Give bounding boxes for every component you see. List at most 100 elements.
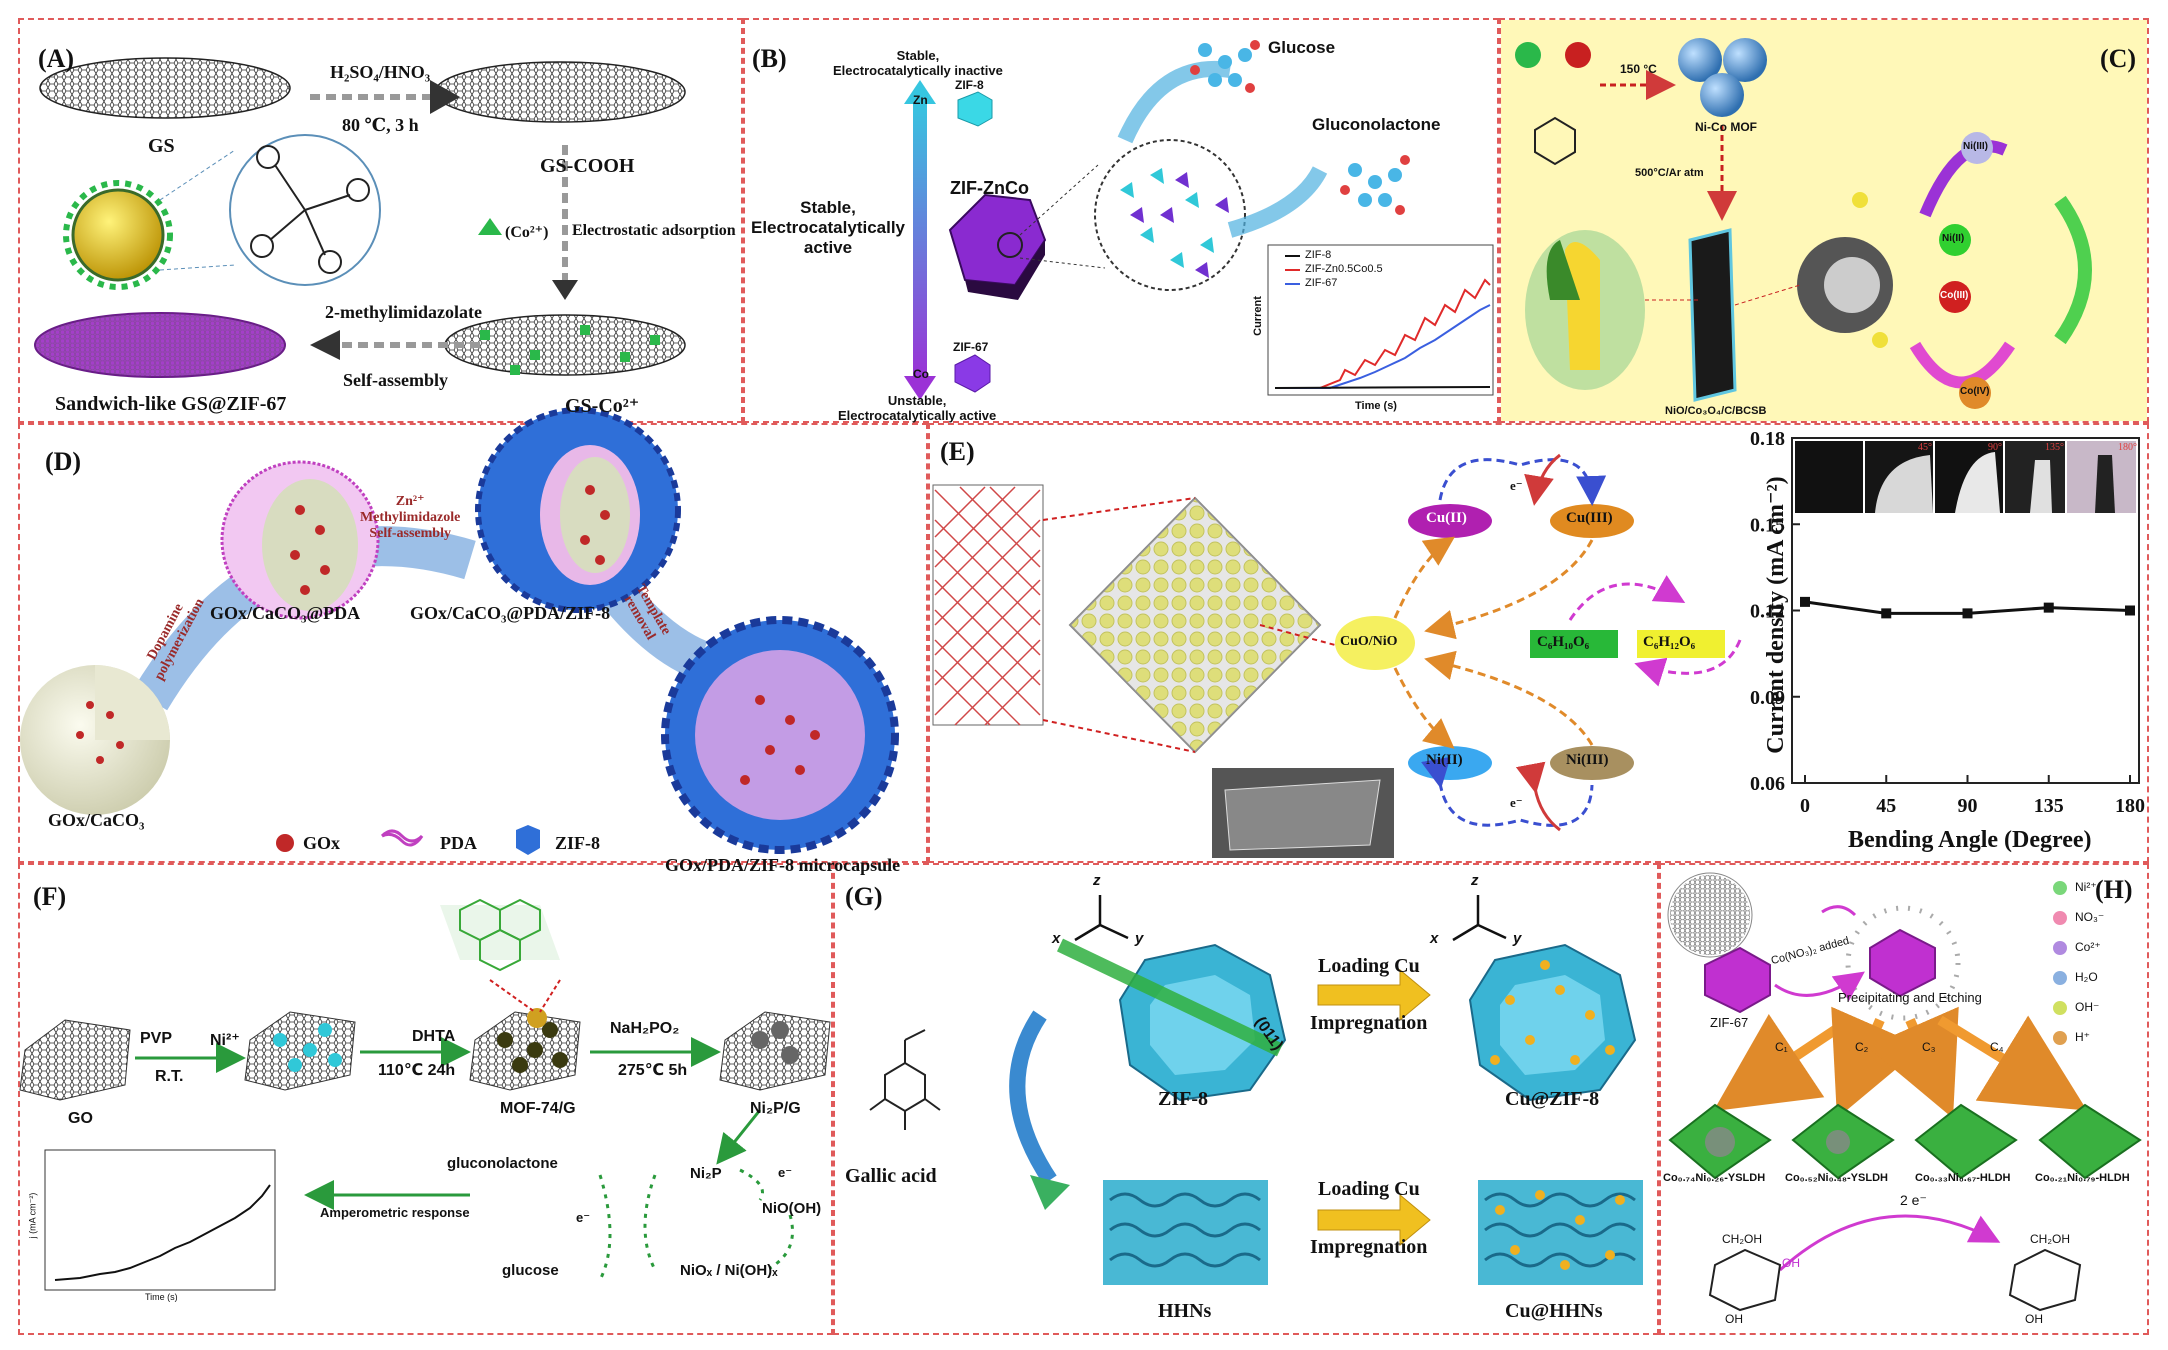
f-mof: MOF-74/G bbox=[500, 1100, 576, 1117]
b-legend-0: ZIF-8 bbox=[1305, 249, 1332, 261]
chart-inset-45: 45° bbox=[1918, 442, 1932, 453]
h-ch2oh-1: CH₂OH bbox=[1722, 1232, 1762, 1246]
f-cond1: 110℃ 24h bbox=[378, 1062, 456, 1079]
b-glucono: Gluconolactone bbox=[1312, 115, 1441, 134]
panel-a-label: (A) bbox=[38, 44, 75, 73]
panel-h bbox=[1659, 863, 2149, 1335]
h-legend-3: H₂O bbox=[2075, 970, 2098, 984]
b-legend-1: ZIF-Zn0.5Co0.5 bbox=[1305, 263, 1383, 275]
d-caco3: GOx/CaCO₃ bbox=[48, 810, 145, 830]
a-sandwich: Sandwich-like GS@ZIF-67 bbox=[55, 393, 287, 415]
d-pda: GOx/CaCO₃@PDA bbox=[210, 603, 361, 623]
h-precip: Precipitating and Etching bbox=[1838, 990, 1982, 1005]
h-c3: C₃ bbox=[1922, 1040, 1936, 1054]
f-e2: e⁻ bbox=[778, 1165, 793, 1180]
c-ni3: Ni(III) bbox=[1963, 141, 1988, 152]
h-oh-3: OH bbox=[2025, 1312, 2043, 1326]
e-e1: e⁻ bbox=[1510, 478, 1523, 493]
h-legend-0: Ni²⁺ bbox=[2075, 880, 2097, 894]
f-nah: NaH₂PO₂ bbox=[610, 1020, 680, 1037]
h-legend-5: H⁺ bbox=[2075, 1030, 2090, 1044]
panel-f-label: (F) bbox=[33, 882, 67, 911]
b-zifzn: ZIF-ZnCo bbox=[950, 178, 1029, 198]
c-co3: Co(III) bbox=[1940, 290, 1969, 301]
panel-f bbox=[18, 863, 833, 1335]
chart-ylabel: Current density (mA cm⁻²) bbox=[1763, 476, 1789, 754]
panel-g-label: (G) bbox=[845, 882, 883, 911]
g-imp2: Impregnation bbox=[1310, 1236, 1428, 1258]
c-co4: Co(IV) bbox=[1960, 386, 1990, 397]
panel-c-label: (C) bbox=[2100, 44, 2137, 73]
g-load2: Loading Cu bbox=[1318, 1178, 1420, 1200]
g-hhns: HHNs bbox=[1158, 1300, 1212, 1322]
d-zif: GOx/CaCO₃@PDA/ZIF-8 bbox=[410, 603, 611, 623]
f-glucose: glucose bbox=[502, 1262, 559, 1279]
b-ylabel: Current bbox=[1251, 296, 1264, 336]
b-legend-2: ZIF-67 bbox=[1305, 277, 1338, 289]
g-cuzif: Cu@ZIF-8 bbox=[1505, 1088, 1600, 1110]
b-stable-active: Stable, Electrocatalytically active bbox=[750, 198, 906, 257]
panel-e-label: (E) bbox=[940, 437, 975, 466]
g-cuhhns: Cu@HHNs bbox=[1505, 1300, 1603, 1322]
h-oh-1: OH bbox=[1782, 1256, 1800, 1270]
f-rt: R.T. bbox=[155, 1068, 184, 1085]
f-amp: Amperometric response bbox=[320, 1205, 470, 1220]
h-c4: C₄ bbox=[1990, 1040, 2004, 1054]
f-niox: NiOₓ / Ni(OH)ₓ bbox=[680, 1262, 778, 1279]
panel-d-label: (D) bbox=[45, 447, 82, 476]
g-gallic: Gallic acid bbox=[845, 1165, 937, 1187]
panel-e bbox=[928, 423, 2149, 863]
e-c6b: C₆H₁₂O₆ bbox=[1643, 634, 1696, 650]
d-legend-zif8: ZIF-8 bbox=[555, 833, 600, 853]
h-ldh-2: Co₀.₃₃Ni₀.₆₇-HLDH bbox=[1915, 1172, 2011, 1184]
f-inset-y: j (mA cm⁻²) bbox=[27, 1192, 38, 1239]
e-cuo: CuO/NiO bbox=[1340, 634, 1398, 649]
g-ax-y1: y bbox=[1135, 930, 1144, 947]
panel-b-label: (B) bbox=[752, 44, 787, 73]
a-selfassembly: Self-assembly bbox=[343, 370, 448, 390]
g-zif8: ZIF-8 bbox=[1158, 1088, 1208, 1110]
e-cu2: Cu(II) bbox=[1426, 510, 1467, 526]
e-e2: e⁻ bbox=[1510, 795, 1523, 810]
g-ax-y2: y bbox=[1513, 930, 1522, 947]
b-unstable: Unstable, Electrocatalytically active bbox=[838, 393, 997, 423]
h-c2: C₂ bbox=[1855, 1040, 1869, 1054]
b-zif67: ZIF-67 bbox=[953, 340, 989, 354]
c-nio: NiO/Co₃O₄/C/BCSB bbox=[1665, 405, 1767, 417]
d-legend-pda: PDA bbox=[440, 833, 477, 853]
g-ax-x2: x bbox=[1430, 930, 1439, 947]
f-dhta: DHTA bbox=[412, 1028, 456, 1045]
h-ch2oh-2: CH₂OH bbox=[2030, 1232, 2070, 1246]
e-ni3: Ni(III) bbox=[1566, 752, 1609, 768]
h-legend-2: Co²⁺ bbox=[2075, 940, 2101, 954]
h-legend-1: NO₃⁻ bbox=[2075, 910, 2105, 924]
d-legend-gox: GOx bbox=[303, 833, 341, 853]
g-load1: Loading Cu bbox=[1318, 955, 1420, 977]
h-legend-4: OH⁻ bbox=[2075, 1000, 2100, 1014]
c-ni2: Ni(II) bbox=[1942, 233, 1965, 244]
e-c6a: C₆H₁₀O₆ bbox=[1537, 634, 1590, 650]
f-cond2: 275℃ 5h bbox=[618, 1062, 688, 1079]
g-imp1: Impregnation bbox=[1310, 1012, 1428, 1034]
a-gscooh: GS-COOH bbox=[540, 155, 635, 177]
b-xlabel: Time (s) bbox=[1355, 400, 1397, 412]
a-coion: (Co²⁺) bbox=[505, 224, 549, 241]
chart-inset-135: 135° bbox=[2045, 442, 2064, 453]
e-ni2: Ni(II) bbox=[1426, 752, 1463, 768]
chart-inset-180: 180° bbox=[2118, 442, 2137, 453]
g-ax-z1: z bbox=[1093, 872, 1101, 889]
h-twoe: 2 e⁻ bbox=[1900, 1192, 1927, 1208]
h-ldh-1: Co₀.₅₂Ni₀.₄₈-YSLDH bbox=[1785, 1172, 1888, 1184]
h-c1: C₁ bbox=[1775, 1040, 1788, 1054]
panel-d bbox=[18, 423, 928, 863]
panel-a bbox=[18, 18, 743, 423]
d-micro: GOx/PDA/ZIF-8 microcapsule bbox=[665, 855, 901, 875]
h-zif67: ZIF-67 bbox=[1710, 1015, 1749, 1030]
f-e1: e⁻ bbox=[576, 1210, 591, 1225]
chart-xlabel: Bending Angle (Degree) bbox=[1848, 827, 2092, 853]
b-co: Co bbox=[913, 367, 929, 381]
f-pvp: PVP bbox=[140, 1030, 173, 1047]
chart-inset-90: 90° bbox=[1988, 442, 2002, 453]
c-nimof: Ni-Co MOF bbox=[1695, 120, 1757, 134]
a-gsco: GS-Co²⁺ bbox=[565, 395, 640, 417]
